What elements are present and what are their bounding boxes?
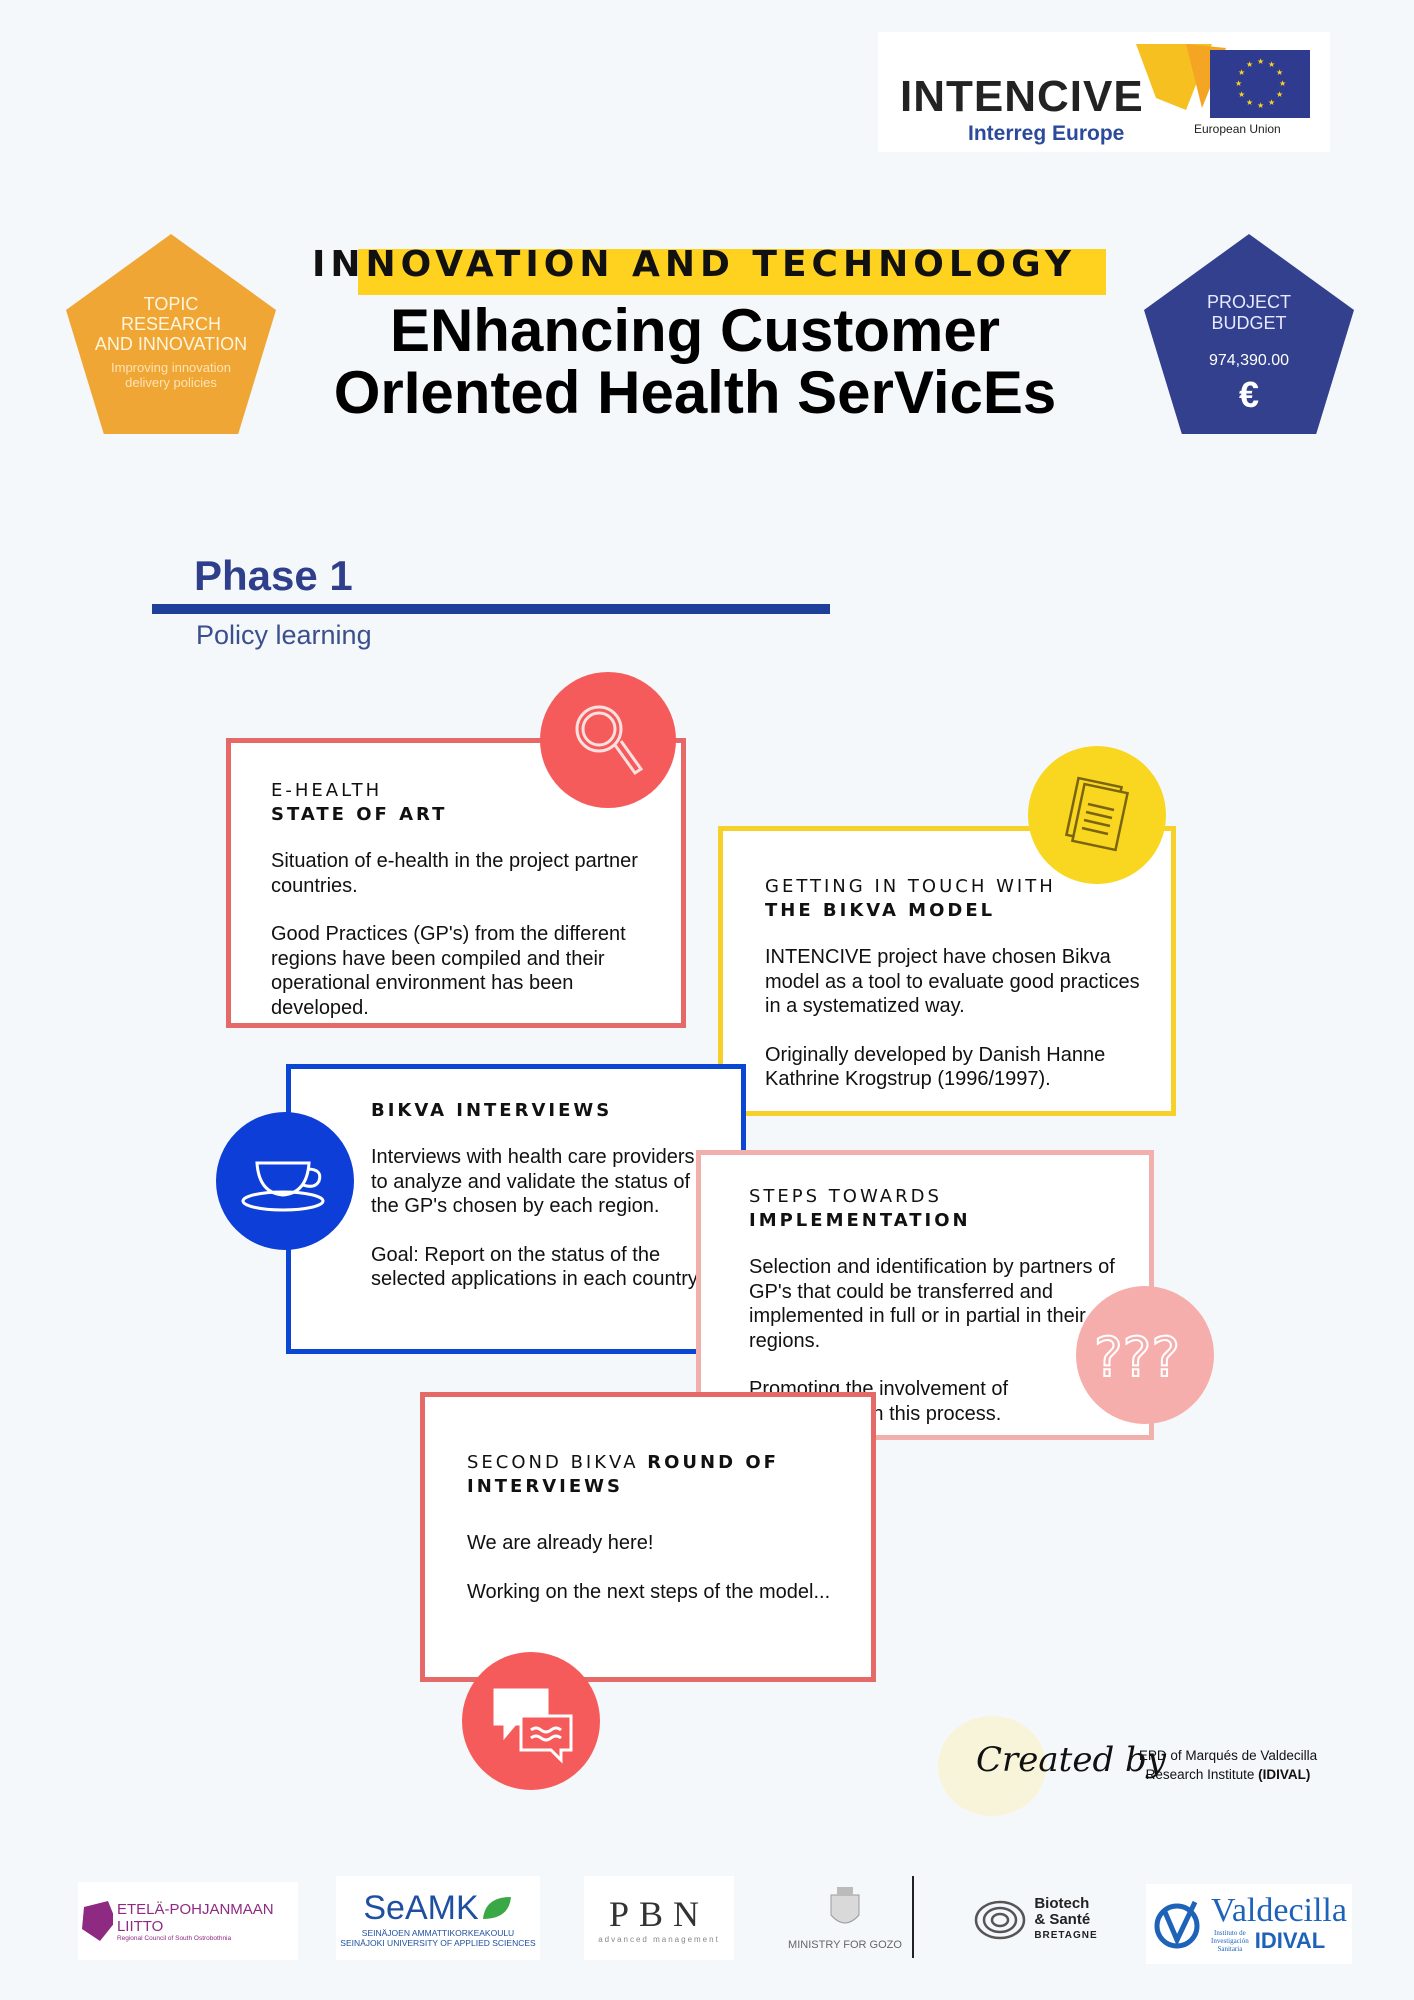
etela-pohjanmaa-emblem-icon: [82, 1901, 113, 1941]
phase-title: Phase 1: [194, 552, 353, 599]
svg-text:★: ★: [1279, 79, 1286, 88]
svg-text:★: ★: [1238, 90, 1245, 99]
topic-badge: TOPIC RESEARCH AND INNOVATION Improving …: [66, 234, 276, 434]
partner-logo-valdecilla: Valdecilla Instituto de Investigación Sa…: [1146, 1884, 1352, 1964]
partner-logo-pbn: PBN advanced management: [584, 1876, 734, 1960]
eu-flag-icon: ★★★ ★★★ ★★★ ★★★: [1210, 50, 1310, 118]
partner-logo-seamk: SeAMK SEINÄJOEN AMMATTIKORKEAKOULU SEINÄ…: [336, 1876, 540, 1960]
chat-bubbles-icon: [462, 1652, 600, 1790]
budget-amount: 974,390.00: [1208, 352, 1290, 369]
card-title: E-HEALTH STATE OF ART: [271, 780, 448, 825]
card-title: STEPS TOWARDS IMPLEMENTATION: [749, 1186, 971, 1231]
eu-caption: European Union: [1194, 122, 1281, 136]
svg-text:★: ★: [1235, 79, 1242, 88]
intencive-logo: INTENCIVE Interreg Europe ★★★ ★★★ ★★★ ★★…: [878, 32, 1330, 152]
topic-description: Improving innovation delivery policies: [111, 360, 231, 390]
coffee-cup-icon: [216, 1112, 354, 1250]
project-title: ENhancing Customer OrIented Health SerVi…: [333, 297, 1057, 426]
magnifier-icon: [540, 672, 676, 808]
creator-credit: EPD of Marqués de Valdecilla Research In…: [1138, 1748, 1318, 1782]
logo-wordmark: INTENCIVE: [900, 72, 1144, 121]
malta-crest-icon: [830, 1887, 860, 1924]
svg-text:???: ???: [1094, 1326, 1180, 1389]
leaf-icon: [482, 1897, 511, 1919]
svg-text:★: ★: [1238, 68, 1245, 77]
created-by-label: Created by: [976, 1740, 1166, 1780]
card-title: SECOND BIKVA ROUND OF INTERVIEWS: [467, 1452, 779, 1497]
svg-text:★: ★: [1246, 60, 1253, 69]
card-bikva-interviews: BIKVA INTERVIEWS Interviews with health …: [286, 1064, 746, 1354]
svg-text:★: ★: [1268, 98, 1275, 107]
card-body: INTENCIVE project have chosen Bikva mode…: [765, 946, 1140, 1090]
valdecilla-v-icon: [1154, 1900, 1200, 1949]
card-second-round: SECOND BIKVA ROUND OF INTERVIEWS We are …: [420, 1392, 876, 1682]
svg-text:★: ★: [1257, 101, 1264, 110]
kicker-highlight: [358, 249, 1106, 295]
svg-text:★: ★: [1246, 98, 1253, 107]
partner-logo-ministry-gozo: MINISTRY FOR GOZO: [770, 1874, 920, 1962]
document-icon: [1028, 746, 1166, 884]
phase-subtitle: Policy learning: [196, 620, 372, 650]
budget-badge: PROJECT BUDGET 974,390.00 €: [1144, 234, 1354, 434]
budget-label: PROJECT BUDGET: [1206, 292, 1291, 333]
topic-label: TOPIC RESEARCH AND INNOVATION: [94, 294, 248, 354]
question-marks-icon: ???: [1076, 1286, 1214, 1424]
svg-text:★: ★: [1276, 68, 1283, 77]
card-body: We are already here! Working on the next…: [467, 1532, 831, 1603]
card-title: BIKVA INTERVIEWS: [371, 1100, 613, 1121]
svg-text:★: ★: [1268, 60, 1275, 69]
phase-divider: [152, 604, 830, 614]
created-by-blob: [938, 1716, 1046, 1816]
euro-icon: €: [1238, 374, 1260, 415]
card-implementation: STEPS TOWARDS IMPLEMENTATION Selection a…: [696, 1150, 1154, 1440]
partner-logo-biotech-sante: Biotech & Santé BRETAGNE: [954, 1884, 1116, 1956]
svg-text:★: ★: [1257, 57, 1264, 66]
biotech-swirl-icon: [975, 1900, 1026, 1940]
svg-text:★: ★: [1276, 90, 1283, 99]
partner-logo-etela-pohjanmaa: ETELÄ-POHJANMAAN LIITTO Regional Council…: [78, 1882, 298, 1960]
theme-kicker: INNOVATION AND TECHNOLOGY: [312, 244, 1076, 285]
card-body: Interviews with health care providers to…: [371, 1146, 702, 1290]
card-ehealth: E-HEALTH STATE OF ART Situation of e-hea…: [226, 738, 686, 1028]
card-body: Situation of e-health in the project par…: [271, 850, 638, 1019]
logo-subtitle: Interreg Europe: [968, 122, 1125, 145]
logo-divider: [912, 1876, 914, 1958]
card-title: GETTING IN TOUCH WITH THE BIKVA MODEL: [765, 876, 1056, 921]
